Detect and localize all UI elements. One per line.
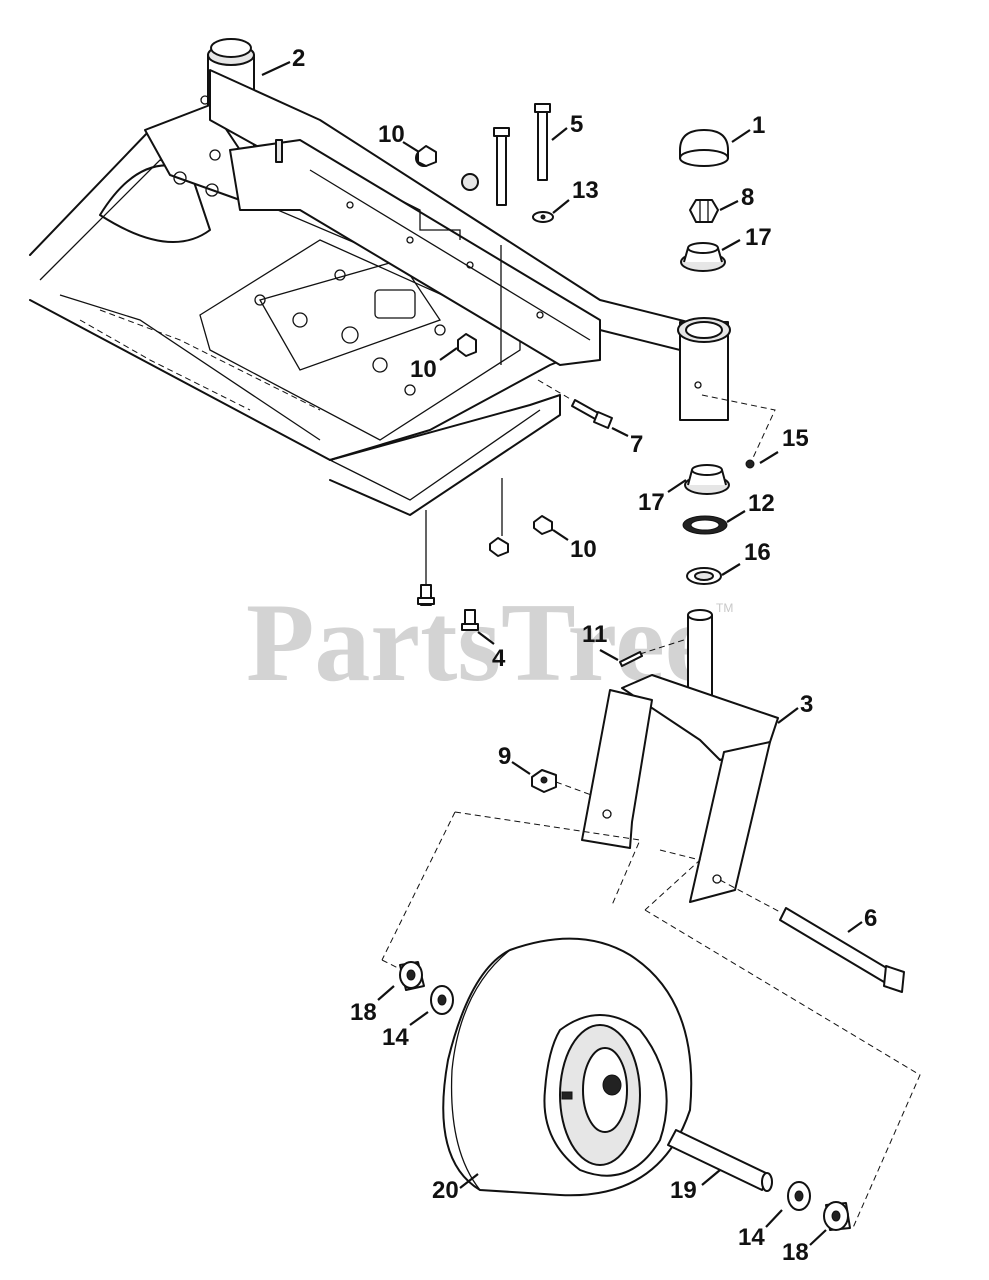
part-17-bearing-upper[interactable] [680, 242, 726, 272]
part-6-axle-bolt[interactable] [719, 879, 905, 993]
part-5-bolt[interactable] [534, 103, 551, 181]
callout-11[interactable]: 11 [582, 621, 607, 648]
part-4-bolts[interactable] [417, 510, 479, 631]
part-7-bolt[interactable] [537, 379, 613, 429]
part-20-wheel[interactable] [442, 937, 693, 1197]
part-15-grease-fitting[interactable] [701, 394, 776, 469]
callout-10-middle[interactable]: 10 [410, 356, 437, 383]
part-18-spacer-left[interactable] [399, 961, 425, 991]
callout-18-left[interactable]: 18 [350, 999, 377, 1026]
callout-17-lower[interactable]: 17 [638, 489, 665, 516]
callout-2[interactable]: 2 [292, 45, 305, 72]
callout-20[interactable]: 20 [432, 1177, 459, 1204]
callout-12[interactable]: 12 [748, 490, 775, 517]
callout-9[interactable]: 9 [498, 743, 511, 770]
callout-1[interactable]: 1 [752, 112, 765, 139]
callout-19[interactable]: 19 [670, 1177, 697, 1204]
callout-18-right[interactable]: 18 [782, 1239, 809, 1266]
callout-8[interactable]: 8 [741, 184, 754, 211]
part-10-nut-bottom[interactable] [489, 478, 553, 557]
part-8-castle-nut[interactable] [689, 199, 719, 223]
callout-16[interactable]: 16 [744, 539, 771, 566]
part-17-bearing-lower[interactable] [684, 464, 730, 495]
part-11-cotter-pin[interactable] [619, 637, 691, 667]
callout-7[interactable]: 7 [630, 431, 643, 458]
callout-13[interactable]: 13 [572, 177, 599, 204]
callout-6[interactable]: 6 [864, 905, 877, 932]
part-18-spacer-right[interactable] [823, 1201, 851, 1231]
part-10-nut-middle[interactable] [457, 333, 477, 357]
callout-3[interactable]: 3 [800, 691, 813, 718]
callout-15[interactable]: 15 [782, 425, 809, 452]
assembly-lines [381, 811, 921, 1231]
leader-lines [261, 61, 863, 1246]
callout-10-bottom[interactable]: 10 [570, 536, 597, 563]
watermark-trademark: TM [716, 601, 733, 615]
part-16-spacer[interactable] [686, 567, 722, 585]
part-14-washer-left[interactable] [430, 985, 454, 1015]
callout-17-upper[interactable]: 17 [745, 224, 772, 251]
part-12-seal[interactable] [682, 515, 728, 535]
callout-5[interactable]: 5 [570, 111, 583, 138]
part-10-nut-top[interactable] [417, 145, 437, 167]
part-1-dust-cap[interactable] [679, 129, 729, 167]
part-19-axle-tube[interactable] [667, 1129, 773, 1192]
callout-14-left[interactable]: 14 [382, 1024, 409, 1051]
part-long-bolt[interactable] [493, 127, 510, 365]
part-13-washer[interactable] [532, 211, 554, 223]
mower-frame [29, 38, 731, 516]
callout-14-right[interactable]: 14 [738, 1224, 765, 1251]
part-14-washer-right[interactable] [787, 1181, 811, 1211]
callout-labels: 1 2 3 4 5 6 7 8 9 10 10 10 11 12 13 14 1… [292, 45, 877, 1266]
part-3-caster-fork[interactable] [581, 609, 779, 903]
callout-4[interactable]: 4 [492, 645, 506, 672]
callout-10-top[interactable]: 10 [378, 121, 405, 148]
